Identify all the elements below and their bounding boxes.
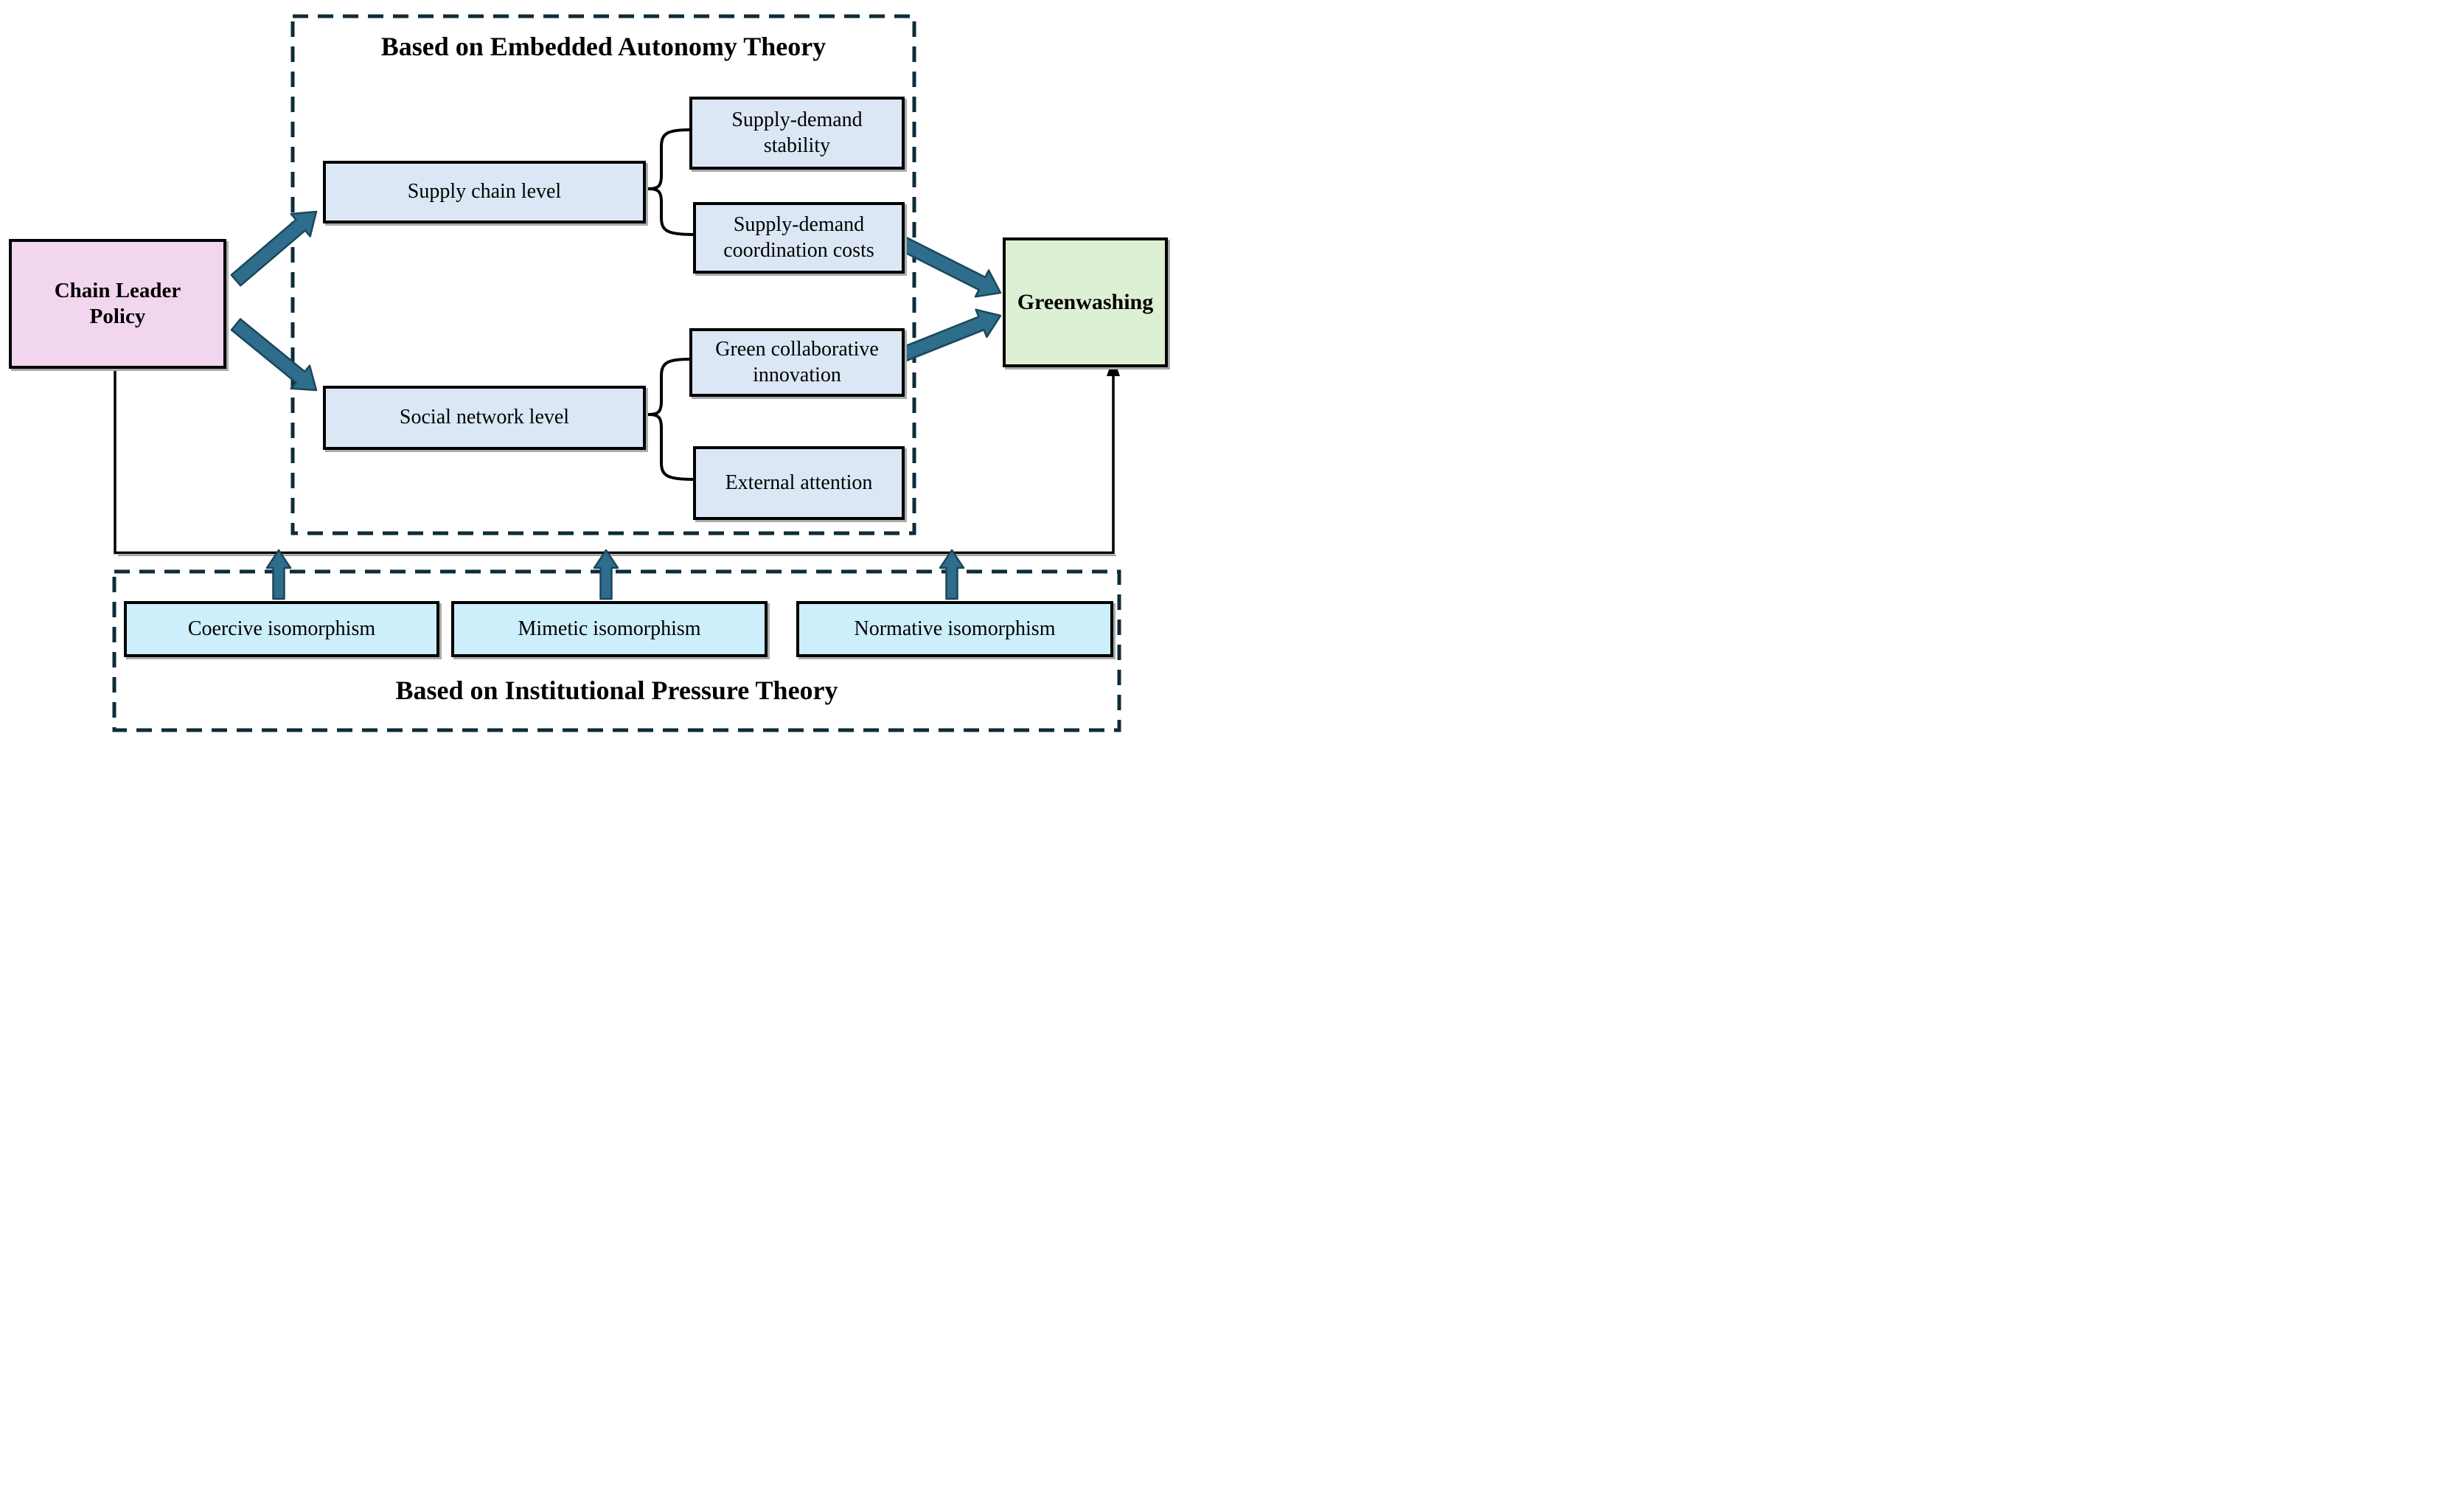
embedded-autonomy-frame [290,14,916,535]
node-supply-chain-level: Supply chain level [323,161,646,223]
node-supply-demand-coordination-costs: Supply-demand coordination costs [693,202,905,274]
node-supply-demand-stability: Supply-demand stability [689,97,905,170]
node-mimetic-isomorphism: Mimetic isomorphism [451,601,768,657]
connector-layer [112,14,1121,732]
node-chain-leader-policy: Chain Leader Policy [9,239,226,369]
arrow-policy-to-supply-chain [230,210,318,287]
node-greenwashing: Greenwashing [1003,237,1168,367]
arrow-policy-to-social-network [230,318,318,392]
supply-chain-bracket [638,128,695,236]
arrow-coercive-moderation [265,549,292,600]
node-green-collaborative-innovation: Green collaborative innovation [689,328,905,397]
node-social-network-level: Social network level [323,386,646,450]
embedded-autonomy-title: Based on Embedded Autonomy Theory [380,32,826,61]
arrow-normative-moderation [939,549,965,600]
policy-to-greenwashing-connector [114,363,1115,555]
node-external-attention: External attention [693,446,905,520]
node-coercive-isomorphism: Coercive isomorphism [124,601,439,657]
node-normative-isomorphism: Normative isomorphism [796,601,1113,657]
institutional-pressure-title: Based on Institutional Pressure Theory [395,676,838,705]
arrow-coordination-costs-to-greenwashing [898,236,1002,298]
arrow-mimetic-moderation [593,549,619,600]
conceptual-framework-diagram: Based on Embedded Autonomy Theory Based … [0,0,1232,746]
social-network-bracket [638,358,695,481]
arrow-green-innovation-to-greenwashing [899,308,1002,363]
thick-influence-arrows [230,210,1002,600]
institutional-pressure-frame [112,569,1121,732]
